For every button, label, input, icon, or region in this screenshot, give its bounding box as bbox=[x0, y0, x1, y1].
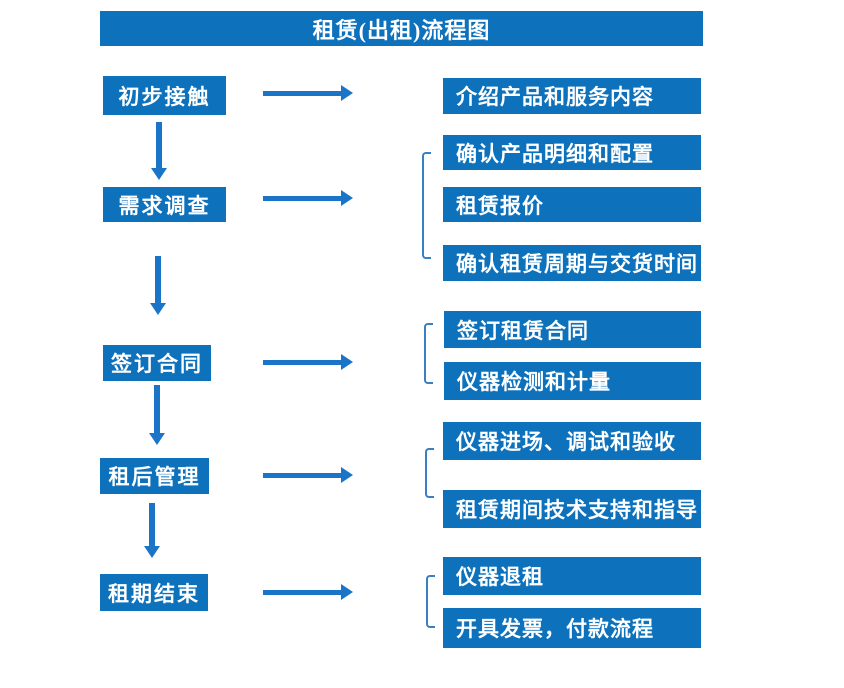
arrow-head-icon bbox=[341, 85, 353, 101]
output-box-confirm-period-delivery: 确认租赁周期与交货时间 bbox=[443, 245, 701, 281]
stage-box-initial-contact: 初步接触 bbox=[103, 76, 226, 115]
arrow-head-icon bbox=[150, 303, 166, 315]
stage-box-demand-survey: 需求调查 bbox=[103, 187, 226, 222]
arrow-shaft bbox=[263, 195, 341, 201]
arrow-shaft bbox=[263, 90, 341, 96]
arrow-shaft bbox=[263, 472, 341, 478]
arrow-shaft bbox=[263, 359, 341, 365]
arrow-shaft bbox=[156, 122, 162, 168]
arrow-right-demand-survey bbox=[263, 190, 353, 206]
arrow-right-rental-end bbox=[263, 584, 353, 600]
arrow-head-icon bbox=[144, 546, 160, 558]
stage-box-sign-contract: 签订合同 bbox=[103, 345, 211, 381]
output-box-instrument-return: 仪器退租 bbox=[443, 557, 701, 595]
arrow-down-to-demand-survey bbox=[151, 122, 167, 180]
output-box-confirm-product-details: 确认产品明细和配置 bbox=[443, 135, 701, 170]
output-box-instrument-setup-acceptance: 仪器进场、调试和验收 bbox=[443, 422, 701, 460]
output-box-sign-rental-contract: 签订租赁合同 bbox=[444, 311, 701, 348]
arrow-right-sign-contract bbox=[263, 354, 353, 370]
arrow-head-icon bbox=[151, 168, 167, 180]
stage-box-rental-end: 租期结束 bbox=[100, 574, 208, 611]
arrow-down-to-rental-end bbox=[144, 503, 160, 558]
bracket-post-rental-group bbox=[425, 448, 434, 498]
bracket-sign-contract-group bbox=[424, 323, 433, 384]
bracket-demand-survey-group bbox=[422, 152, 431, 259]
page-title: 租赁(出租)流程图 bbox=[100, 11, 703, 46]
arrow-head-icon bbox=[341, 467, 353, 483]
arrow-head-icon bbox=[341, 584, 353, 600]
arrow-down-to-sign-contract bbox=[150, 256, 166, 315]
output-box-rental-quotation: 租赁报价 bbox=[443, 187, 701, 222]
arrow-head-icon bbox=[341, 354, 353, 370]
arrow-right-initial-contact bbox=[263, 85, 353, 101]
stage-box-post-rental-management: 租后管理 bbox=[100, 458, 209, 494]
arrow-shaft bbox=[155, 256, 161, 303]
arrow-shaft bbox=[154, 385, 160, 433]
output-box-introduce-products: 介绍产品和服务内容 bbox=[443, 78, 701, 114]
arrow-shaft bbox=[149, 503, 155, 546]
output-box-tech-support: 租赁期间技术支持和指导 bbox=[443, 490, 701, 528]
bracket-rental-end-group bbox=[426, 575, 435, 628]
arrow-head-icon bbox=[149, 433, 165, 445]
arrow-shaft bbox=[263, 589, 341, 595]
output-box-invoice-payment: 开具发票，付款流程 bbox=[443, 608, 701, 648]
arrow-head-icon bbox=[341, 190, 353, 206]
arrow-down-to-post-rental bbox=[149, 385, 165, 445]
output-box-instrument-testing: 仪器检测和计量 bbox=[444, 362, 701, 400]
arrow-right-post-rental bbox=[263, 467, 353, 483]
